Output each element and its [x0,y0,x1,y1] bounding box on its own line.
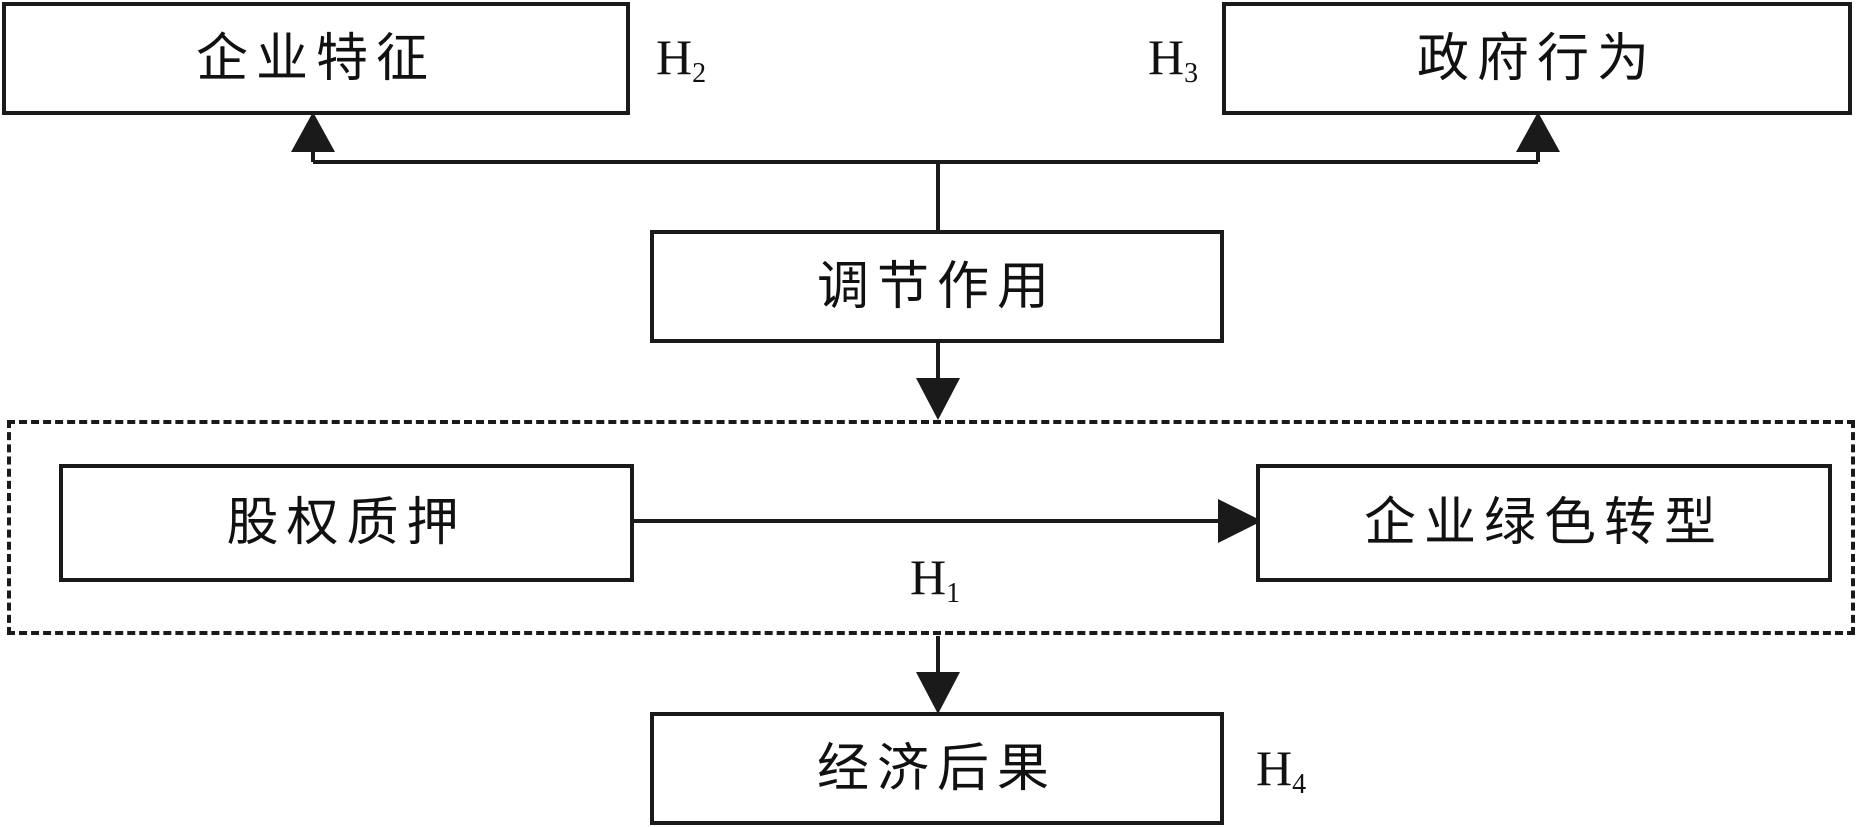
equity-pledge-box: 股权质押 [59,464,634,582]
arrowhead-up-left [291,112,335,152]
firm-characteristics-box: 企业特征 [2,2,630,115]
h3-subscript: 3 [1184,58,1199,89]
arrowhead-up-right [1516,112,1560,152]
green-transformation-box: 企业绿色转型 [1256,464,1832,582]
arrowhead-down-moderation [916,378,960,420]
hypothesis-h2-label: H2 [656,32,706,88]
h3-letter: H [1148,29,1185,85]
hypothesis-h3-label: H3 [1148,32,1198,88]
moderating-effect-label: 调节作用 [816,256,1057,317]
h4-letter: H [1256,740,1293,796]
equity-pledge-label: 股权质押 [226,493,467,553]
h2-subscript: 2 [692,58,707,89]
arrowhead-down-consequence [916,672,960,714]
hypothesis-h1-label: H1 [910,552,960,608]
h4-subscript: 4 [1292,769,1307,800]
government-behavior-label: 政府行为 [1416,28,1657,89]
economic-consequences-box: 经济后果 [650,712,1224,825]
firm-characteristics-label: 企业特征 [195,28,436,89]
moderating-effect-box: 调节作用 [650,230,1224,343]
arrowhead-right-h1 [1218,499,1262,543]
h2-letter: H [656,29,693,85]
h1-letter: H [910,549,947,605]
h1-subscript: 1 [946,578,961,609]
hypothesis-h4-label: H4 [1256,743,1306,799]
government-behavior-box: 政府行为 [1222,2,1852,115]
economic-consequences-label: 经济后果 [816,738,1057,799]
core-relationship-frame [7,420,1855,635]
green-transformation-label: 企业绿色转型 [1363,493,1724,553]
